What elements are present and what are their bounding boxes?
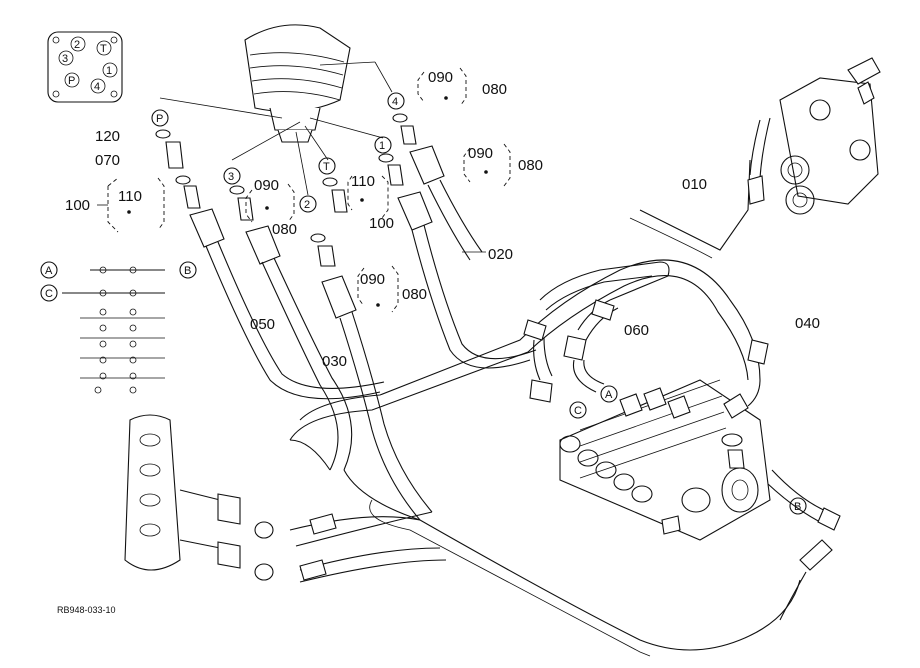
svg-text:3: 3: [228, 171, 234, 183]
svg-text:B: B: [794, 501, 801, 513]
relief-valve-block: [747, 57, 881, 215]
label-080-2: 080: [402, 286, 427, 303]
fitting-2: [310, 233, 336, 267]
label-090-4: 090: [428, 69, 453, 86]
svg-text:1: 1: [379, 140, 385, 152]
bracket-group-090-2: [357, 265, 399, 313]
svg-text:P: P: [156, 113, 163, 125]
marker-b-right: B: [789, 497, 807, 515]
key-port-1: 1: [106, 65, 112, 77]
label-100-t: 100: [369, 215, 394, 232]
marker-a-right: A: [600, 385, 618, 403]
control-valve: [559, 339, 771, 541]
label-090-2: 090: [360, 271, 385, 288]
svg-text:4: 4: [392, 96, 398, 108]
main-lines: [289, 159, 801, 657]
fitting-4: [392, 113, 417, 145]
svg-text:B: B: [184, 265, 191, 277]
leader-lines: [159, 97, 384, 196]
label-060: 060: [624, 322, 649, 339]
marker-3: 3: [223, 167, 241, 185]
key-port-t: T: [100, 43, 107, 55]
lower-left-valve: [124, 414, 337, 581]
bracket-group-090-4: [417, 67, 467, 107]
label-070: 070: [95, 152, 120, 169]
fitting-p: [155, 129, 201, 209]
label-090-3: 090: [254, 177, 279, 194]
label-110-t: 110: [351, 173, 375, 190]
label-110-left: 110: [118, 188, 142, 205]
marker-a-left: A: [40, 261, 58, 279]
port-key-plate: 2 T 3 1 P 4: [47, 31, 123, 103]
marker-c-left: C: [40, 284, 58, 302]
marker-b-left: B: [179, 261, 197, 279]
svg-text:A: A: [45, 265, 53, 277]
hose-050: [189, 208, 385, 400]
label-050: 050: [250, 316, 275, 333]
hose-020: [397, 145, 537, 369]
svg-text:C: C: [45, 288, 53, 300]
bracket-group-090-3: [245, 183, 295, 223]
fitting-t: [322, 177, 348, 213]
label-090-right: 090: [468, 145, 493, 162]
label-030: 030: [322, 353, 347, 370]
svg-text:2: 2: [304, 199, 310, 211]
marker-1: 1: [374, 136, 392, 154]
drawing-code: RB948-033-10: [57, 605, 116, 615]
label-080-4: 080: [482, 81, 507, 98]
bracket-group-110-left: [107, 177, 165, 233]
marker-2: 2: [299, 195, 317, 213]
spool-schematic: [62, 266, 165, 394]
label-080-3: 080: [272, 221, 297, 238]
marker-4: 4: [387, 92, 405, 110]
key-port-4: 4: [94, 81, 100, 93]
fitting-3: [229, 185, 254, 221]
bracket-group-110-t: [347, 175, 389, 219]
key-port-3: 3: [62, 53, 68, 65]
marker-t: T: [318, 157, 336, 175]
hose-030: [245, 225, 433, 521]
marker-c-right: C: [569, 401, 587, 419]
key-port-p: P: [68, 75, 75, 87]
label-100-left: 100: [65, 197, 90, 214]
label-020: 020: [488, 246, 513, 263]
marker-p: P: [151, 109, 169, 127]
label-040: 040: [795, 315, 820, 332]
label-010: 010: [682, 176, 707, 193]
hose-060: [523, 261, 670, 403]
svg-text:T: T: [323, 161, 330, 173]
pilot-valve: [244, 24, 393, 143]
svg-text:C: C: [574, 405, 582, 417]
label-120: 120: [95, 128, 120, 145]
key-port-2: 2: [74, 39, 80, 51]
label-080-right: 080: [518, 157, 543, 174]
bracket-group-090-right: [463, 143, 511, 187]
fitting-1: [378, 153, 404, 186]
hose-b: [767, 469, 841, 621]
svg-text:A: A: [605, 389, 613, 401]
